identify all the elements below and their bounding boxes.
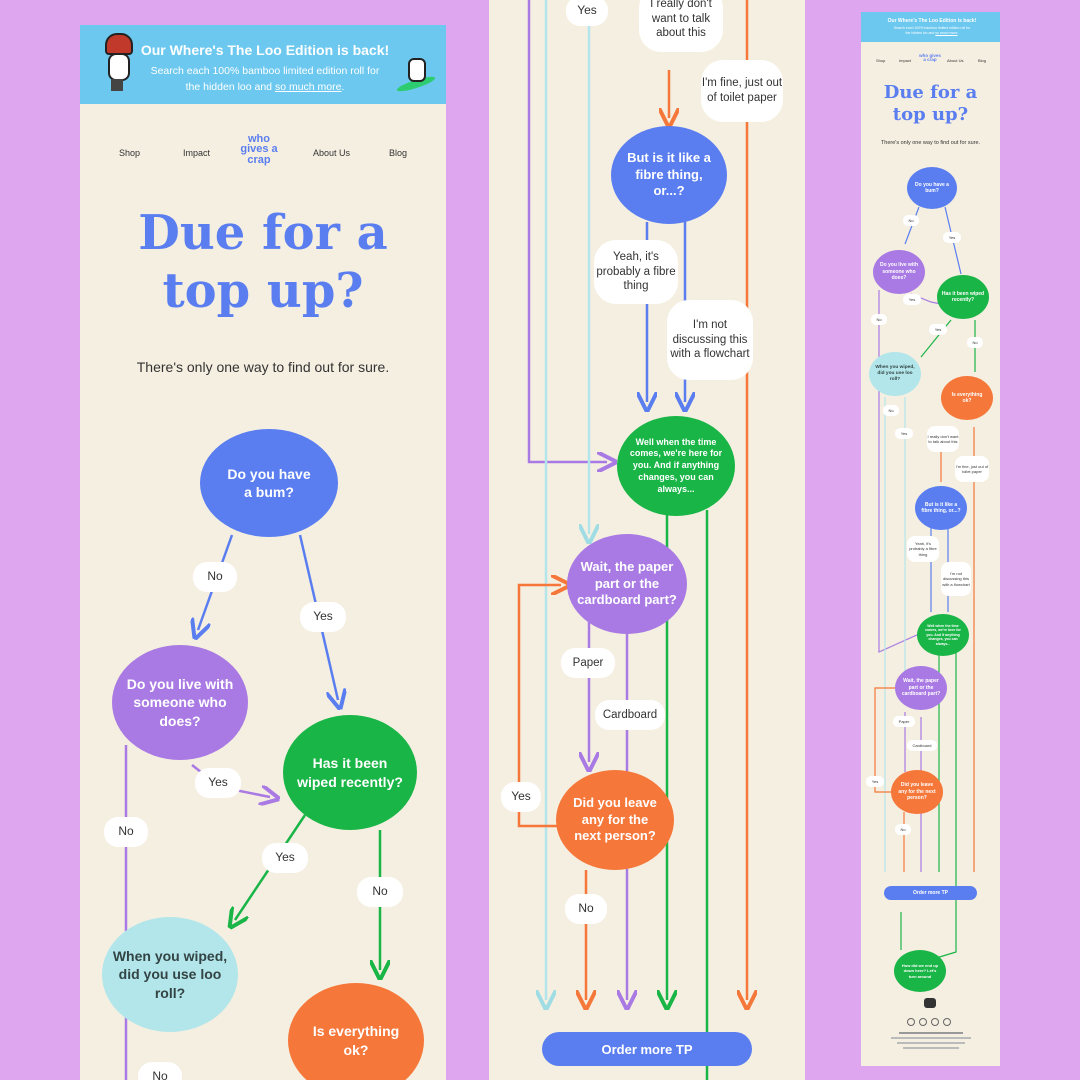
surfer-illustration: [392, 50, 438, 94]
node-live-with-someone: Do you live with someone who does?: [112, 645, 248, 760]
label-yes: Yes: [300, 602, 346, 632]
social-icon[interactable]: [931, 1018, 939, 1026]
astronaut-illustration: [102, 33, 133, 93]
banner-line2-end: .: [341, 80, 345, 93]
hero-title-line2-mini: top up?: [892, 103, 969, 125]
hero-title-line1: Due for a: [138, 205, 388, 261]
label-cardboard-mini: Cardboard: [907, 740, 937, 751]
nav-impact[interactable]: Impact: [183, 148, 211, 158]
label-yes: Yes: [262, 843, 308, 873]
node-here-for-you: Well when the time comes, we're here for…: [617, 416, 735, 516]
order-more-tp-button[interactable]: Order more TP: [542, 1032, 752, 1066]
label-dont-want-to-talk: I really don't want to talk about this: [639, 0, 723, 52]
node-is-everything-ok: Is everything ok?: [288, 983, 424, 1080]
label-no: No: [104, 817, 148, 847]
nav-about-us[interactable]: About Us: [313, 148, 351, 158]
label-no: No: [138, 1062, 182, 1080]
label-no-mini: No: [903, 215, 919, 226]
nav-shop-mini[interactable]: Shop: [876, 58, 886, 63]
flowchart-connectors-top: [124, 534, 446, 1080]
node-loo-mini: When you wiped, did you use loo roll?: [869, 352, 921, 396]
label-no-mini: No: [895, 824, 911, 835]
node-live-mini: Do you live with someone who does?: [873, 250, 925, 294]
social-icon[interactable]: [907, 1018, 915, 1026]
node-leave-any: Did you leave any for the next person?: [556, 770, 674, 870]
banner-text-mini: Search each 100% bamboo limited edition …: [877, 26, 987, 36]
banner-line1: Search each 100% bamboo limited edition …: [150, 65, 380, 77]
node-leave-mini: Did you leave any for the next person?: [891, 770, 943, 814]
footer-text-lines: [891, 1032, 971, 1052]
hero-title-line2: top up?: [162, 262, 364, 319]
node-here-mini: Well when the time comes, we're here for…: [917, 614, 969, 656]
nav-impact-mini[interactable]: Impact: [899, 58, 912, 63]
label-yes-mini: Yes: [929, 324, 947, 335]
label-yes: Yes: [501, 782, 541, 812]
label-out-of-toilet-paper: I'm fine, just out of toilet paper: [701, 60, 783, 122]
hero-subtitle: There's only one way to find out for sur…: [136, 359, 390, 375]
banner-link[interactable]: so much more: [274, 80, 342, 93]
node-down-here-mini: How did we end up down here? Let's turn …: [894, 950, 946, 992]
node-used-loo-roll: When you wiped, did you use loo roll?: [102, 917, 238, 1032]
label-no: No: [193, 562, 237, 592]
social-icon[interactable]: [919, 1018, 927, 1026]
label-yes: Yes: [195, 768, 241, 798]
email-preview-full: Our Where's The Loo Edition is back! Sea…: [861, 12, 1000, 1066]
label-talk-mini: I really don't want to talk about this: [927, 426, 959, 452]
node-fibre-thing: But is it like a fibre thing, or...?: [611, 126, 727, 224]
label-no: No: [357, 877, 403, 907]
node-fibre-mini: But is it like a fibre thing, or...?: [915, 486, 967, 530]
label-cardboard: Cardboard: [595, 700, 665, 730]
hero-title: Due for a top up?: [80, 205, 446, 320]
nav-about-us-mini[interactable]: About Us: [947, 58, 964, 63]
node-wiped-mini: Has it been wiped recently?: [937, 275, 989, 319]
banner-line2: the hidden loo and: [185, 80, 275, 93]
order-more-tp-button-mini[interactable]: Order more TP: [884, 886, 977, 900]
label-not-discussing: I'm not discussing this with a flowchart: [667, 300, 753, 380]
node-wiped-recently: Has it been wiped recently?: [283, 715, 417, 830]
banner-title: Our Where's The Loo Edition is back!: [140, 42, 390, 58]
node-bum-mini: Do you have a bum?: [907, 167, 957, 209]
nav-blog-mini[interactable]: Blog: [978, 58, 987, 63]
brand-logo-mini[interactable]: who gives a crap: [919, 53, 941, 63]
email-preview-bottom: Yes I really don't want to talk about th…: [489, 0, 805, 1080]
node-paper-mini: Wait, the paper part or the cardboard pa…: [895, 666, 947, 710]
label-probably-fibre: Yeah, it's probably a fibre thing: [594, 240, 678, 304]
banner-line2-mini: the hidden loo and: [905, 30, 936, 35]
label-paper: Paper: [561, 648, 615, 678]
label-no-mini: No: [967, 337, 983, 348]
footer-logo-icon: [924, 998, 936, 1008]
promo-banner: Our Where's The Loo Edition is back! Sea…: [80, 25, 446, 104]
label-no: No: [565, 894, 607, 924]
banner-link-mini[interactable]: so much more: [935, 30, 958, 35]
label-no-mini: No: [883, 405, 899, 416]
promo-banner-mini: Our Where's The Loo Edition is back! Sea…: [861, 12, 1000, 42]
social-icons: [907, 1018, 955, 1026]
label-discuss-mini: I'm not discussing this with a flowchart: [941, 562, 971, 596]
social-icon[interactable]: [943, 1018, 951, 1026]
hero-title-mini: Due for a top up?: [861, 82, 1000, 125]
label-no-mini: No: [871, 314, 887, 325]
hero-subtitle-mini: There's only one way to find out for sur…: [880, 140, 981, 146]
node-paper-or-cardboard: Wait, the paper part or the cardboard pa…: [567, 534, 687, 634]
label-probably-mini: Yeah, it's probably a fibre thing: [907, 536, 939, 562]
nav-blog[interactable]: Blog: [389, 148, 408, 158]
nav-shop[interactable]: Shop: [119, 148, 141, 158]
brand-logo[interactable]: who gives a crap: [240, 133, 278, 166]
label-fine-mini: I'm fine, just out of toilet paper: [955, 456, 989, 482]
label-yes-mini: Yes: [895, 428, 913, 439]
banner-line1-mini: Search each 100% bamboo limited edition …: [893, 26, 971, 30]
label-yes-mini: Yes: [903, 294, 921, 305]
banner-text: Search each 100% bamboo limited edition …: [135, 64, 395, 96]
node-do-you-have-a-bum: Do you have a bum?: [200, 429, 338, 537]
banner-title-mini: Our Where's The Loo Edition is back!: [887, 18, 977, 24]
label-yes-mini: Yes: [866, 776, 884, 787]
label-paper-mini: Paper: [893, 716, 915, 727]
banner-line2-end-mini: .: [957, 30, 959, 35]
email-preview-top: Our Where's The Loo Edition is back! Sea…: [80, 25, 446, 1080]
node-ok-mini: Is everything ok?: [941, 376, 993, 420]
label-yes-mini: Yes: [943, 232, 961, 243]
label-yes: Yes: [566, 0, 608, 26]
hero-title-line1-mini: Due for a: [883, 82, 978, 103]
